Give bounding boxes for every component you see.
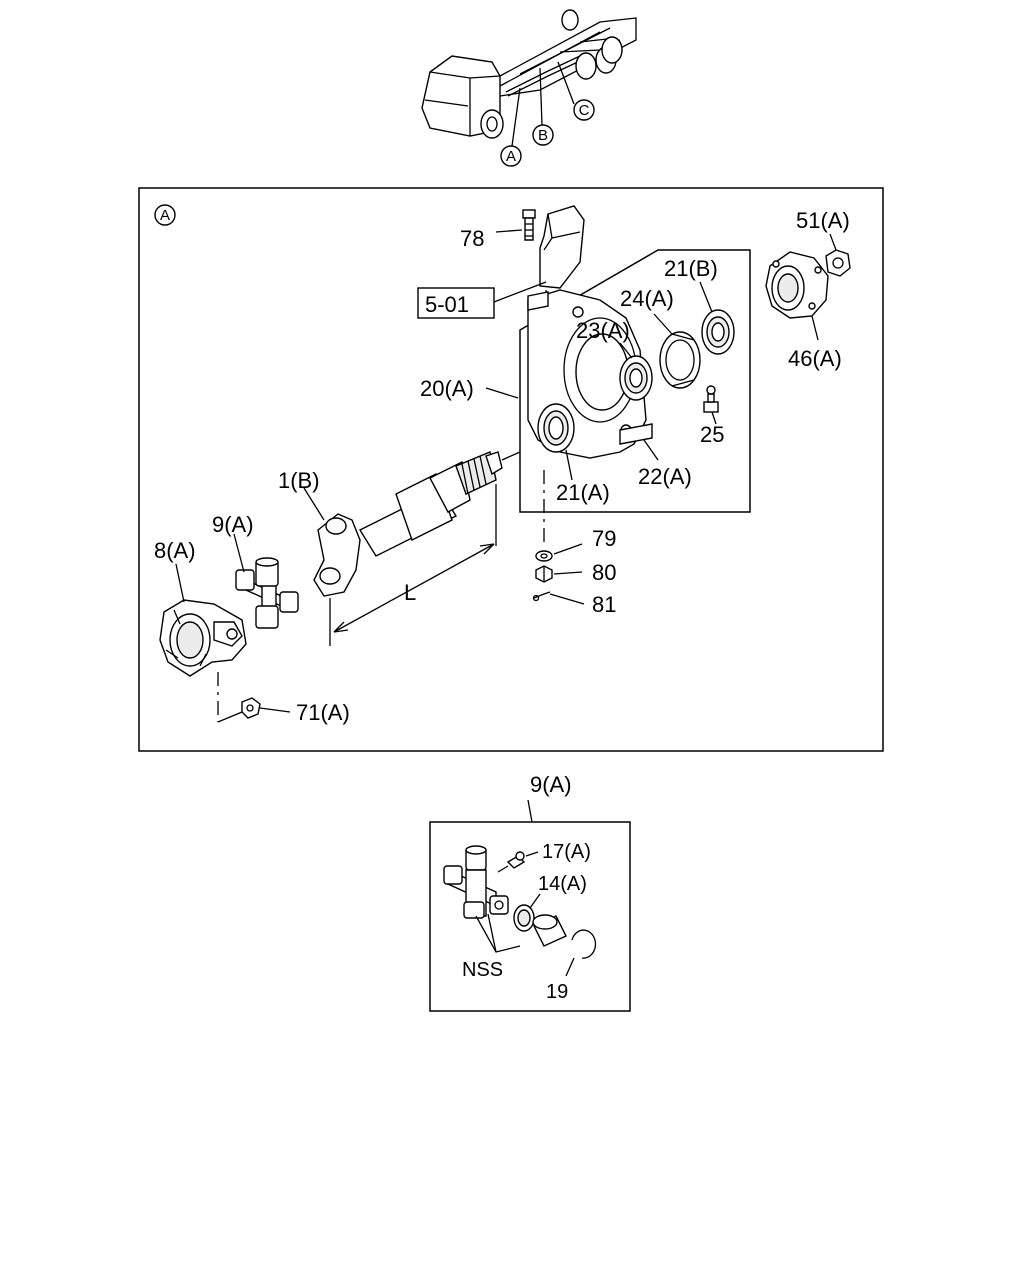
detail-9a-title: 9(A): [530, 772, 572, 797]
callout-23a: 23(A): [576, 318, 630, 343]
svg-text:A: A: [160, 207, 170, 224]
flange-yoke-46a: [765, 251, 829, 319]
callout-79: 79: [592, 526, 616, 551]
svg-text:5-01: 5-01: [425, 292, 469, 317]
callout-46a: 46(A): [788, 346, 842, 371]
callout-80: 80: [592, 560, 616, 585]
nut-51a: [825, 249, 851, 277]
spider-cross: [443, 845, 509, 919]
washer-79: [535, 550, 553, 562]
callout-71a: 71(A): [296, 700, 350, 725]
dimension-l: L: [329, 484, 497, 646]
callout-1b: 1(B): [278, 468, 320, 493]
callout-19: 19: [546, 981, 568, 1003]
callout-24a: 24(A): [620, 286, 674, 311]
universal-joint-9a: [235, 557, 299, 629]
callout-78: 78: [460, 226, 484, 251]
marker-c-overview: C: [573, 99, 595, 121]
svg-text:B: B: [538, 127, 548, 144]
callout-8a: 8(A): [154, 538, 196, 563]
callout-22a: 22(A): [638, 464, 692, 489]
needle-bearing-cup: [532, 914, 567, 947]
cotter-pin-81: [532, 591, 551, 602]
callout-9a: 9(A): [212, 512, 254, 537]
callout-21a: 21(A): [556, 480, 610, 505]
marker-b-overview: B: [532, 124, 554, 146]
seal-21a: [537, 403, 575, 453]
snap-ring-19: [571, 929, 597, 959]
ref-box-5-01: 5-01: [417, 287, 495, 319]
svg-text:C: C: [579, 102, 590, 119]
callout-14a: 14(A): [538, 873, 587, 895]
nut-71a: [241, 697, 261, 719]
marker-a-overview: A: [500, 145, 522, 167]
callout-21b: 21(B): [664, 256, 718, 281]
callout-nss: NSS: [462, 959, 503, 981]
cushion-24a: [659, 331, 701, 389]
detail-9a-frame: [429, 821, 631, 1012]
detail-a-frame: [138, 187, 884, 752]
nut-80: [535, 565, 553, 583]
callout-81: 81: [592, 592, 616, 617]
svg-text:A: A: [506, 148, 516, 165]
callout-17a: 17(A): [542, 841, 591, 863]
callout-51a: 51(A): [796, 208, 850, 233]
bracket-part: [539, 205, 585, 289]
callout-25: 25: [700, 422, 724, 447]
seal-21b: [701, 309, 735, 355]
grease-nipple-25: [703, 385, 719, 413]
truck-overview: A B C: [421, 9, 637, 167]
propeller-shaft-1b: [313, 451, 521, 597]
flange-8a: [159, 599, 247, 677]
bearing-23a: [619, 355, 653, 401]
seal-14a: [513, 904, 535, 932]
callout-20a: 20(A): [420, 376, 474, 401]
svg-text:L: L: [404, 580, 416, 605]
bearing-subframe: [519, 249, 751, 513]
grease-fitting-17a: [506, 851, 526, 869]
detail-a-marker: A: [154, 204, 176, 226]
bolt-78: [522, 209, 536, 241]
